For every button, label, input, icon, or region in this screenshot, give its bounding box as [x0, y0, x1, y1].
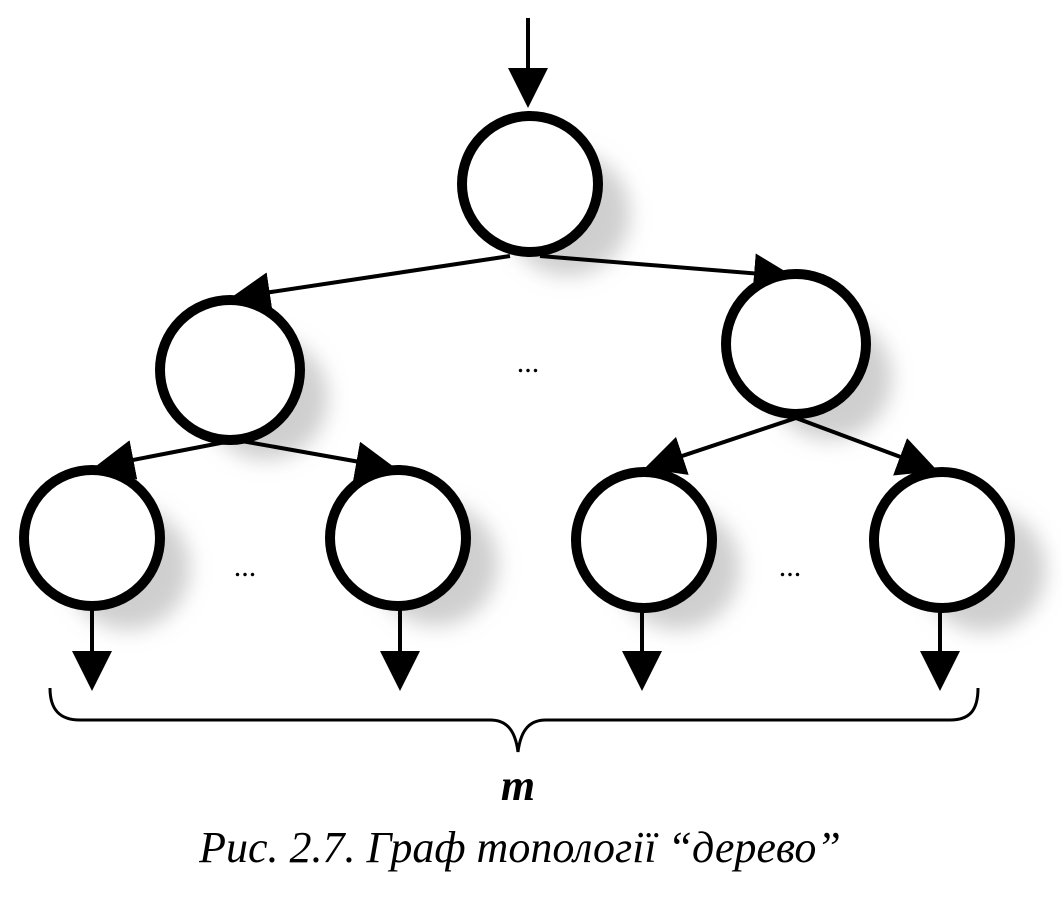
edge-root-left [230, 254, 511, 313]
brace-label-m: m [501, 761, 535, 810]
figure-caption: Рис. 2.7. Граф топології “дерево” [198, 823, 841, 872]
edge-left-leaf1 [94, 438, 237, 480]
node-leaf-4 [869, 467, 1015, 613]
node-leaf-3 [571, 467, 717, 613]
edge-right-leaf3 [644, 416, 797, 475]
node-leaf-1 [19, 465, 165, 611]
node-level1-right [721, 269, 871, 419]
node-leaf-2 [325, 465, 471, 611]
ellipsis-level1: ... [517, 346, 540, 379]
ellipsis-left-leaves: ... [234, 550, 257, 583]
edge-left-leaf2 [235, 438, 396, 482]
ellipsis-right-leaves: ... [779, 550, 802, 583]
bottom-brace [48, 687, 980, 753]
node-root [457, 111, 603, 257]
tree-edges [72, 253, 960, 691]
tree-nodes [19, 111, 1015, 613]
edge-right-leaf4 [795, 416, 938, 476]
node-level1-left [155, 295, 305, 445]
edge-root-right [539, 253, 794, 294]
